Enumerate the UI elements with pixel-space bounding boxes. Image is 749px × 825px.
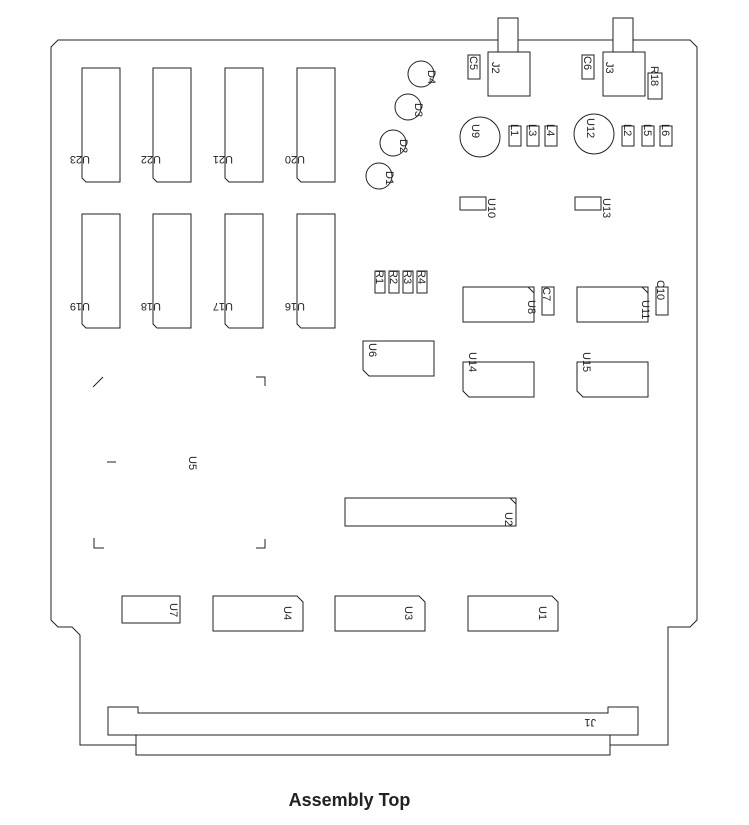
svg-text:U19: U19: [70, 300, 90, 312]
svg-text:U14: U14: [466, 352, 478, 372]
svg-text:L2: L2: [621, 124, 633, 136]
inductor-l6: L6: [659, 124, 673, 147]
svg-text:U16: U16: [285, 300, 305, 312]
chip-u21: U21: [213, 67, 264, 183]
connector-j3: J3: [602, 17, 646, 97]
svg-text:U4: U4: [281, 606, 293, 620]
svg-text:U21: U21: [213, 153, 233, 165]
svg-text:D1: D1: [383, 171, 395, 185]
chip-u14: U14: [462, 352, 535, 398]
svg-text:L5: L5: [641, 124, 653, 136]
connector-j1: J1: [107, 706, 639, 756]
inductor-l4: L4: [544, 124, 558, 147]
svg-text:U11: U11: [639, 300, 651, 319]
resistor-r18: R18: [647, 66, 663, 100]
svg-text:D2: D2: [397, 139, 409, 153]
regulator-u12: U12: [573, 113, 615, 155]
svg-text:U7: U7: [167, 603, 179, 617]
svg-text:L4: L4: [544, 124, 556, 136]
capacitor-c5: C5: [467, 54, 481, 80]
capacitor-c10: C10: [654, 280, 669, 316]
chip-u15: U15: [576, 352, 649, 398]
svg-text:U13: U13: [600, 198, 612, 218]
inductor-l3: L3: [526, 124, 540, 147]
svg-text:U12: U12: [584, 118, 596, 138]
chip-u18: U18: [141, 213, 192, 329]
svg-text:J2: J2: [489, 62, 501, 74]
capacitor-c7: C7: [540, 286, 555, 316]
svg-text:U9: U9: [469, 124, 481, 138]
inductor-l2: L2: [621, 124, 635, 147]
svg-text:C10: C10: [654, 280, 666, 300]
chip-u16: U16: [285, 213, 336, 329]
regulator-u9: U9: [459, 116, 501, 158]
chip-u2: U2: [344, 497, 517, 527]
chip-u8: U8: [462, 286, 537, 323]
svg-text:U10: U10: [485, 198, 497, 218]
svg-text:U1: U1: [536, 606, 548, 620]
svg-text:R2: R2: [387, 270, 399, 284]
svg-text:U5: U5: [186, 456, 198, 470]
svg-text:C7: C7: [540, 287, 552, 301]
svg-text:U6: U6: [366, 343, 378, 357]
inductor-l5: L5: [641, 124, 655, 147]
svg-text:U23: U23: [70, 153, 90, 165]
resistor-r2: R2: [387, 270, 400, 294]
diode-d1: D1: [365, 162, 395, 190]
svg-text:U18: U18: [141, 300, 161, 312]
chip-u17: U17: [213, 213, 264, 329]
svg-text:R18: R18: [648, 66, 660, 86]
diode-d4: D4: [407, 60, 437, 88]
chip-u22: U22: [141, 67, 192, 183]
inductor-l1: L1: [508, 124, 522, 147]
svg-text:U17: U17: [213, 300, 233, 312]
chip-u1: U1: [467, 595, 559, 632]
connector-j2: J2: [487, 17, 531, 97]
chip-u7: U7: [121, 595, 181, 624]
chip-u13: U13: [574, 196, 612, 218]
svg-text:R1: R1: [373, 270, 385, 284]
svg-text:U8: U8: [525, 300, 537, 314]
chip-u4: U4: [212, 595, 304, 632]
svg-text:J3: J3: [603, 62, 615, 74]
capacitor-c6: C6: [581, 54, 595, 80]
resistor-r1: R1: [373, 270, 386, 294]
svg-text:D4: D4: [425, 70, 437, 84]
svg-text:D3: D3: [412, 103, 424, 117]
svg-text:C5: C5: [467, 56, 479, 70]
chip-u20: U20: [285, 67, 336, 183]
svg-text:U15: U15: [580, 352, 592, 372]
chip-u11: U11: [576, 286, 651, 323]
resistor-r4: R4: [415, 270, 428, 294]
chip-u6: U6: [362, 340, 435, 377]
drawing-title: Assembly Top: [288, 790, 411, 810]
svg-text:J1: J1: [584, 716, 596, 728]
resistor-r3: R3: [401, 270, 414, 294]
chip-u3: U3: [334, 595, 426, 632]
svg-text:U3: U3: [402, 606, 414, 620]
chip-u19: U19: [70, 213, 121, 329]
svg-text:R3: R3: [401, 270, 413, 284]
svg-text:L6: L6: [659, 124, 671, 136]
svg-text:U22: U22: [141, 153, 161, 165]
diode-d2: D2: [379, 129, 409, 157]
diode-d3: D3: [394, 93, 424, 121]
svg-text:C6: C6: [581, 56, 593, 70]
svg-text:U2: U2: [502, 512, 514, 526]
svg-text:U20: U20: [285, 153, 305, 165]
svg-text:R4: R4: [415, 270, 427, 284]
chip-u23: U23: [70, 67, 121, 183]
svg-text:L1: L1: [508, 124, 520, 136]
svg-text:L3: L3: [526, 124, 538, 136]
processor-u5: U5: [92, 376, 266, 549]
chip-u10: U10: [459, 196, 497, 218]
